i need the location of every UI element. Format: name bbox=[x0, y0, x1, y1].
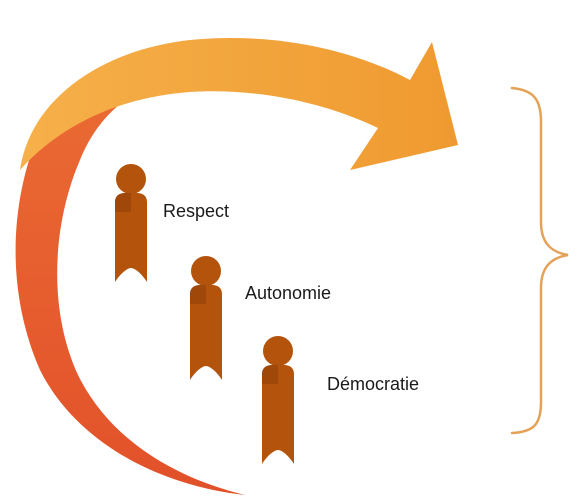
value-label-respect: Respect bbox=[163, 201, 230, 221]
value-label-autonomie: Autonomie bbox=[245, 283, 332, 303]
person-icon bbox=[115, 164, 147, 282]
curved-arrow-icon bbox=[20, 37, 458, 170]
right-curly-brace-icon bbox=[510, 86, 569, 435]
value-label-democratie: Démocratie bbox=[327, 374, 420, 394]
curved-arrow-tail bbox=[15, 92, 245, 495]
person-icon bbox=[190, 256, 222, 380]
person-icon bbox=[262, 336, 294, 464]
